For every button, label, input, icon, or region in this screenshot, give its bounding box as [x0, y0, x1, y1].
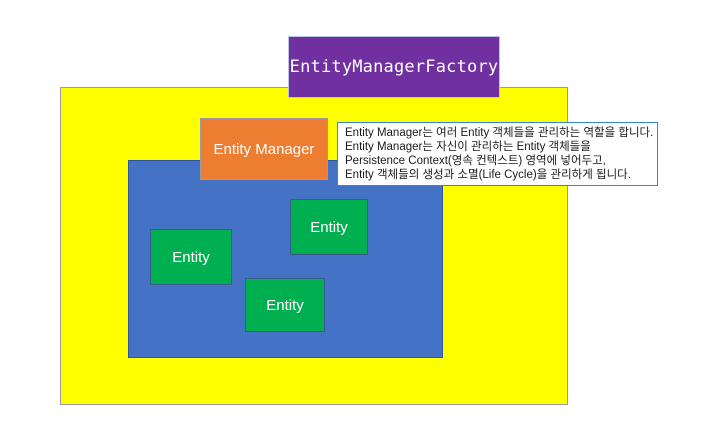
entity-box: Entity	[245, 278, 325, 332]
entity-box-label: Entity	[266, 296, 304, 314]
entity-manager-box: Entity Manager	[200, 118, 328, 180]
entity-box-label: Entity	[310, 218, 348, 236]
annotation-callout: Entity Manager는 여러 Entity 객체들을 관리하는 역할을 …	[337, 122, 658, 186]
entity-box: Entity	[290, 199, 368, 255]
callout-line: Entity Manager는 여러 Entity 객체들을 관리하는 역할을 …	[345, 127, 654, 139]
callout-line: Entity 객체들의 생성과 소멸(Life Cycle)을 관리하게 됩니다…	[345, 169, 631, 181]
entity-manager-factory-box: EntityManagerFactory	[288, 36, 500, 98]
entity-manager-label: Entity Manager	[213, 140, 315, 158]
callout-line: Entity Manager는 자신이 관리하는 Entity 객체들을	[345, 141, 591, 153]
entity-box: Entity	[150, 229, 232, 285]
callout-line: Persistence Context(영속 컨텍스트) 영역에 넣어두고,	[345, 155, 606, 167]
entity-manager-factory-label: EntityManagerFactory	[289, 57, 499, 77]
entity-box-label: Entity	[172, 248, 210, 266]
